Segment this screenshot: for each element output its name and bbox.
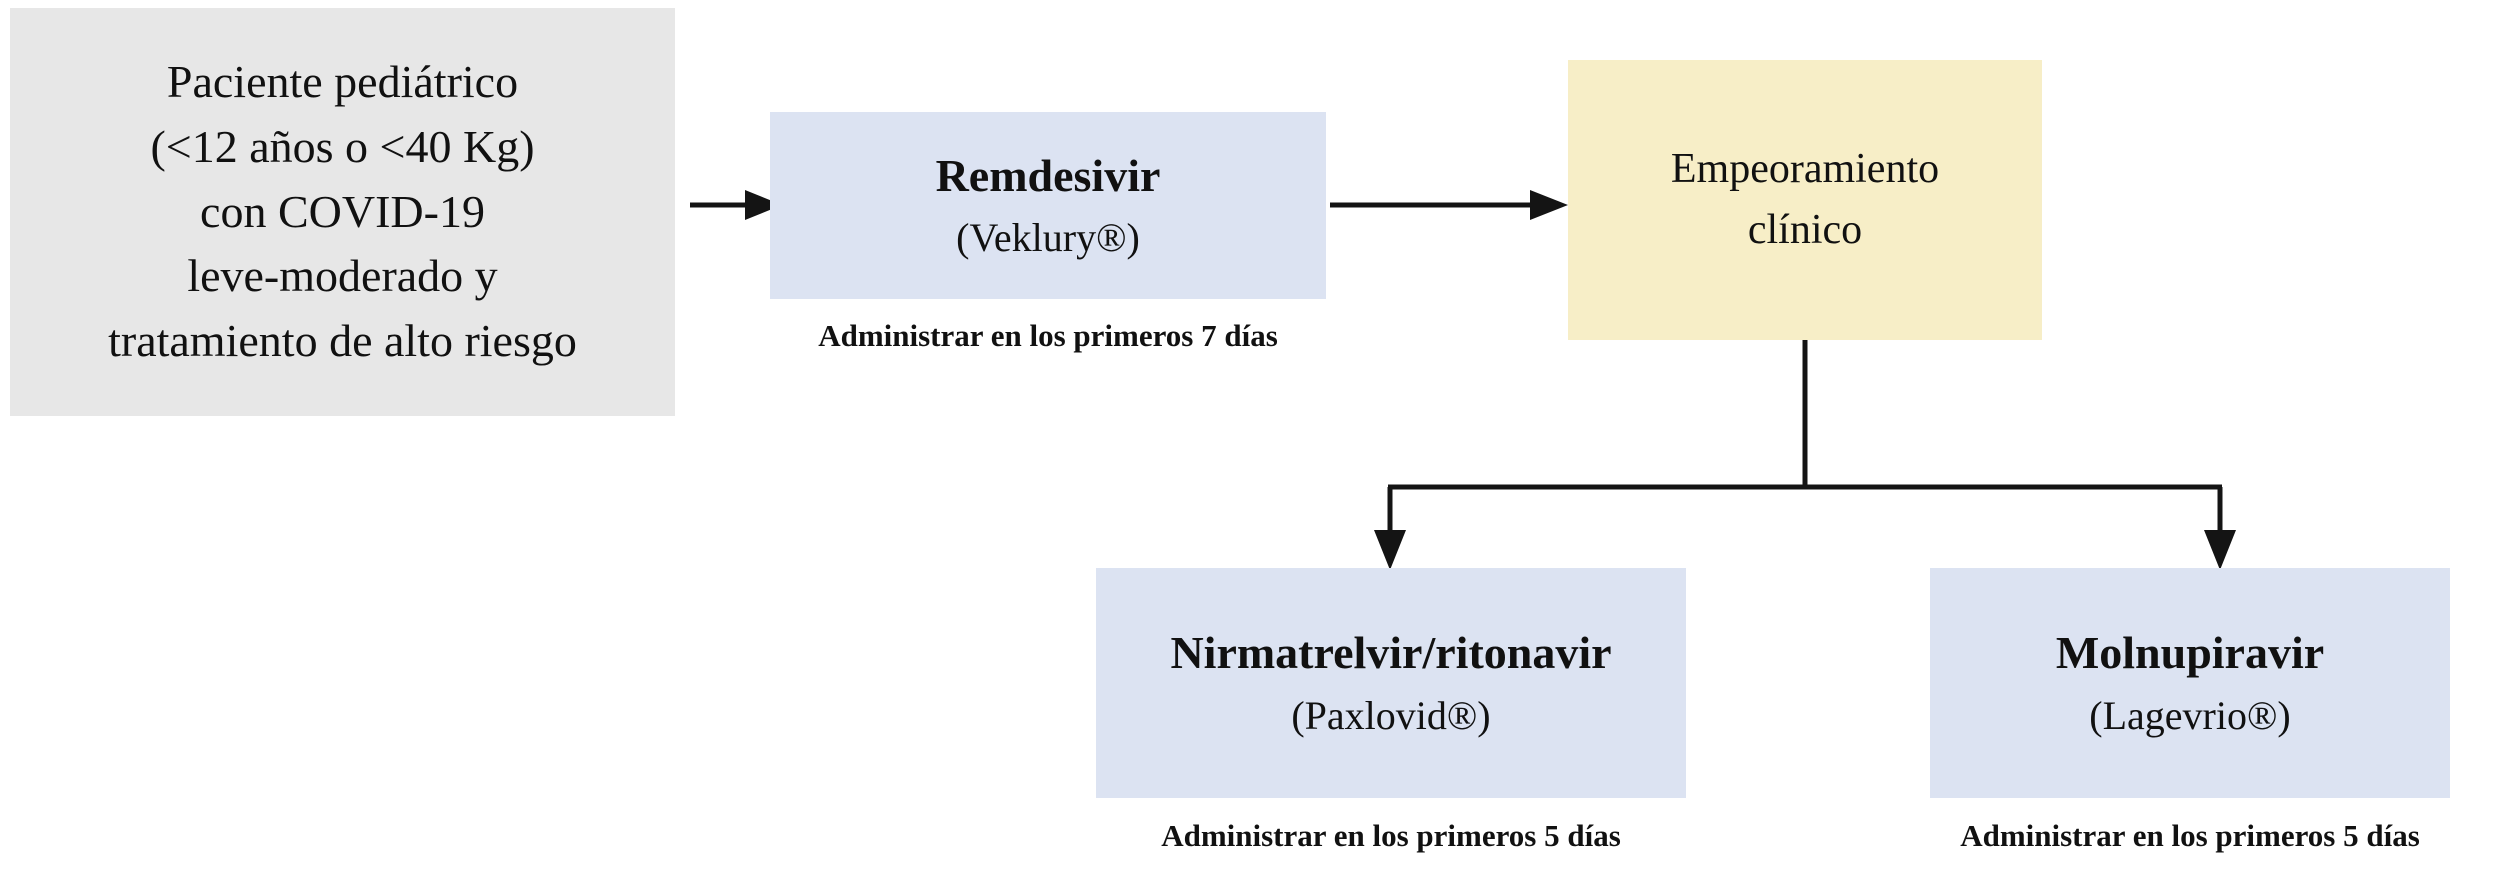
connector-remdesivir-to-worsening [1330,190,1568,220]
nirmatrelvir-brand-name: (Paxlovid®) [1291,692,1491,738]
node-patient-profile: Paciente pediátrico (<12 años o <40 Kg) … [10,8,675,416]
patient-line-3: con COVID-19 [200,185,485,237]
connector-worsening-trunk [1388,340,2222,490]
patient-line-4: leve-moderado y [187,250,498,302]
connector-worsening-to-nirmatrelvir [1374,487,1406,570]
caption-remdesivir-timing: Administrar en los primeros 7 días [818,318,1278,353]
patient-line-5: tratamiento de alto riesgo [108,315,577,367]
remdesivir-brand-name: (Veklury®) [956,215,1140,261]
node-nirmatrelvir-ritonavir: Nirmatrelvir/ritonavir (Paxlovid®) [1096,568,1686,798]
remdesivir-drug-name: Remdesivir [935,149,1161,201]
caption-nirmatrelvir-timing: Administrar en los primeros 5 días [1161,818,1621,853]
connector-worsening-to-molnupiravir [2204,487,2236,570]
node-remdesivir: Remdesivir (Veklury®) [770,112,1326,299]
caption-molnupiravir-timing: Administrar en los primeros 5 días [1960,818,2420,853]
patient-line-2: (<12 años o <40 Kg) [150,120,535,172]
node-molnupiravir: Molnupiravir (Lagevrio®) [1930,568,2450,798]
nirmatrelvir-drug-name: Nirmatrelvir/ritonavir [1170,627,1612,679]
node-clinical-worsening: Empeoramiento clínico [1568,60,2042,340]
worsening-line-2: clínico [1747,207,1863,253]
connector-patient-to-remdesivir [690,190,782,220]
worsening-line-1: Empeoramiento [1670,145,1940,192]
patient-line-1: Paciente pediátrico [166,56,519,108]
molnupiravir-drug-name: Molnupiravir [2055,627,2325,679]
molnupiravir-brand-name: (Lagevrio®) [2089,692,2291,738]
